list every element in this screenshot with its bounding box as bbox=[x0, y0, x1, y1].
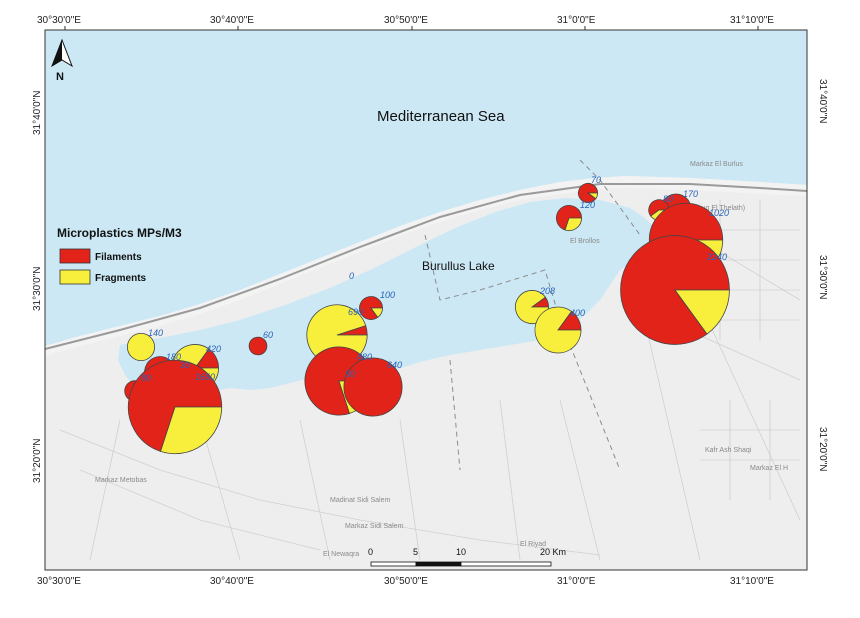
longitude-label: 31°10'0"E bbox=[730, 15, 774, 26]
north-arrow-half-icon bbox=[52, 40, 62, 66]
longitude-label: 30°30'0"E bbox=[37, 15, 81, 26]
scale-tick: 10 bbox=[456, 547, 466, 557]
station-value-label: 80 bbox=[663, 194, 673, 204]
station-value-label: 60 bbox=[263, 330, 273, 340]
place-name: Markaz Sidi Salem bbox=[345, 523, 404, 530]
scale-tick: 5 bbox=[413, 547, 418, 557]
fragments-slice bbox=[534, 306, 582, 354]
station-value-label: 180 bbox=[166, 352, 181, 362]
fragments-slice bbox=[126, 332, 156, 362]
minor-roads bbox=[59, 239, 801, 561]
legend-swatch-filaments bbox=[59, 248, 91, 264]
station-value-label: 880 bbox=[357, 352, 372, 362]
latitude-label: 31°40'0"N bbox=[817, 79, 828, 124]
station-value-label: 50 bbox=[345, 369, 355, 379]
scale-tick: 0 bbox=[368, 547, 373, 557]
longitude-label: 31°0'0"E bbox=[557, 15, 596, 26]
station-value-label: 420 bbox=[206, 344, 221, 354]
longitude-label: 30°30'0"E bbox=[37, 576, 81, 587]
station-pie bbox=[248, 336, 268, 356]
longitude-label: 30°50'0"E bbox=[384, 15, 428, 26]
legend-title: Microplastics MPs/M3 bbox=[57, 226, 182, 240]
legend-swatch-fragments bbox=[59, 269, 91, 285]
fragments-slice bbox=[370, 307, 383, 318]
place-name: Markaz Metobas bbox=[95, 477, 147, 484]
filaments-slice bbox=[343, 357, 403, 417]
station-value-label: 170 bbox=[683, 189, 698, 199]
legend-label-fragments: Fragments bbox=[95, 273, 147, 284]
longitude-label: 31°10'0"E bbox=[730, 576, 774, 587]
longitude-label: 30°50'0"E bbox=[384, 576, 428, 587]
station-pie bbox=[577, 182, 599, 203]
north-label: N bbox=[56, 71, 64, 83]
station-value-label: 208 bbox=[539, 286, 555, 296]
station-pie bbox=[127, 359, 223, 455]
station-value-label: 120 bbox=[580, 200, 595, 210]
map-frame bbox=[44, 29, 808, 571]
coastal-road bbox=[44, 183, 808, 350]
fragments-slice bbox=[160, 406, 223, 455]
longitude-label: 30°40'0"E bbox=[210, 576, 254, 587]
fragments-slice bbox=[674, 289, 730, 335]
station-value-label: 1650 bbox=[195, 372, 215, 382]
station-value-label: 140 bbox=[148, 328, 163, 338]
station-pies bbox=[124, 182, 730, 455]
latitude-label: 31°30'0"N bbox=[32, 267, 43, 312]
lake-label: Burullus Lake bbox=[422, 259, 495, 273]
fragments-slice bbox=[586, 192, 599, 200]
filaments-slice bbox=[127, 359, 223, 452]
station-pie bbox=[343, 357, 403, 417]
legend-label-filaments: Filaments bbox=[95, 252, 142, 263]
place-name: Kafr Ash Shaqi bbox=[705, 447, 752, 454]
filaments-slice bbox=[248, 336, 268, 356]
latitude-label: 31°40'0"N bbox=[32, 91, 43, 136]
longitude-label: 30°40'0"E bbox=[210, 15, 254, 26]
place-name: Markaz El Burlus bbox=[690, 161, 743, 168]
station-value-label: 2240 bbox=[706, 252, 727, 262]
longitude-labels-top: 30°30'0"E 30°40'0"E 30°50'0"E 31°0'0"E 31°10… bbox=[37, 15, 774, 30]
district-boundaries bbox=[424, 159, 641, 471]
station-pie bbox=[534, 306, 582, 354]
station-pie bbox=[620, 235, 730, 345]
scale-tick: 20 Km bbox=[540, 547, 566, 557]
station-value-label: 80 bbox=[141, 373, 151, 383]
legend: Microplastics MPs/M3 Filaments Fragments bbox=[57, 226, 182, 285]
mediterranean-sea bbox=[45, 30, 807, 346]
place-name: El Newaqra bbox=[323, 551, 359, 558]
longitude-labels-bottom: 30°30'0"E 30°40'0"E 30°50'0"E 31°0'0"E 31°10… bbox=[37, 576, 774, 587]
station-pie bbox=[126, 332, 156, 362]
place-name: Madinat Sidi Salem bbox=[330, 497, 390, 504]
station-pie bbox=[556, 205, 582, 231]
latitude-labels-right: 31°40'0"N 31°30'0"N 31°20'0"N bbox=[817, 79, 828, 472]
latitude-label: 31°20'0"N bbox=[817, 427, 828, 472]
sea-label: Mediterranean Sea bbox=[377, 108, 505, 125]
fragments-slice bbox=[564, 217, 582, 231]
scale-bar: 0 5 10 20 Km bbox=[368, 547, 566, 567]
station-value-label: 0 bbox=[349, 271, 354, 281]
station-value-label: 640 bbox=[387, 360, 402, 370]
station-value-label: 690 bbox=[348, 307, 363, 317]
place-name: El Riyad bbox=[520, 541, 546, 548]
latitude-label: 31°20'0"N bbox=[32, 439, 43, 484]
station-value-label: 70 bbox=[591, 175, 601, 185]
station-pie bbox=[359, 296, 383, 320]
latitude-labels-left: 31°40'0"N 31°30'0"N 31°20'0"N bbox=[32, 91, 43, 484]
north-arrow: N bbox=[51, 38, 73, 83]
longitude-label: 31°0'0"E bbox=[557, 576, 596, 587]
latitude-label: 31°30'0"N bbox=[817, 255, 828, 300]
station-value-label: 400 bbox=[570, 308, 585, 318]
station-value-label: 100 bbox=[380, 290, 395, 300]
station-value-label: 30 bbox=[180, 360, 190, 370]
place-name: El Brollos bbox=[570, 238, 600, 245]
place-name: Markaz El H bbox=[750, 465, 788, 472]
station-value-label: 1020 bbox=[709, 208, 729, 218]
